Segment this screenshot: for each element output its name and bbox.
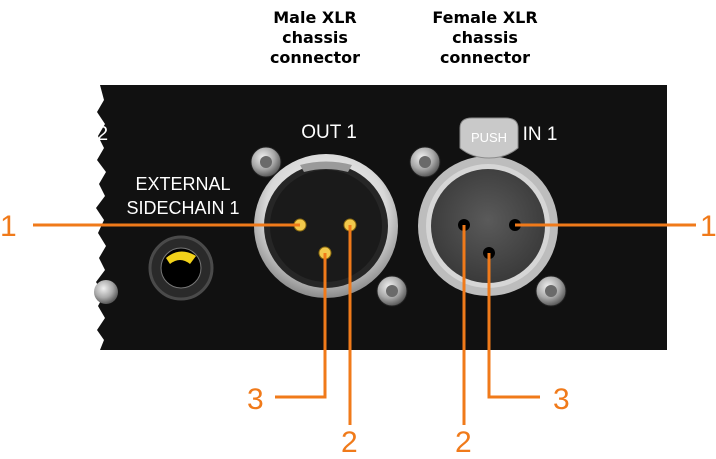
female-pin3-leader: [487, 253, 540, 399]
push-label: PUSH: [471, 130, 507, 145]
callout-lines: [33, 223, 696, 425]
edge-digit: 2: [97, 123, 108, 145]
sidechain-label-line1: EXTERNAL: [135, 174, 230, 194]
female-pin2-callout: 2: [455, 426, 472, 459]
push-latch: PUSH: [459, 117, 519, 159]
edge-screw: [94, 280, 118, 304]
male-xlr-connector: [250, 146, 408, 307]
female-xlr-connector: [409, 146, 567, 307]
male-connector-caption: Male XLR chassis connector: [269, 8, 361, 67]
out-label: OUT 1: [301, 122, 357, 143]
sidechain-label-line2: SIDECHAIN 1: [126, 198, 239, 218]
female-pin3-callout: 3: [553, 383, 570, 416]
male-pin3-leader: [275, 253, 327, 399]
in-label: IN 1: [523, 124, 558, 145]
male-pin3-callout: 3: [247, 383, 264, 416]
male-pin2-callout: 2: [341, 426, 358, 459]
female-connector-caption: Female XLR chassis connector: [432, 8, 538, 67]
female-pin1-callout: 1: [700, 210, 716, 243]
sidechain-jack: [148, 235, 214, 301]
male-pin1-callout: 1: [0, 210, 17, 243]
